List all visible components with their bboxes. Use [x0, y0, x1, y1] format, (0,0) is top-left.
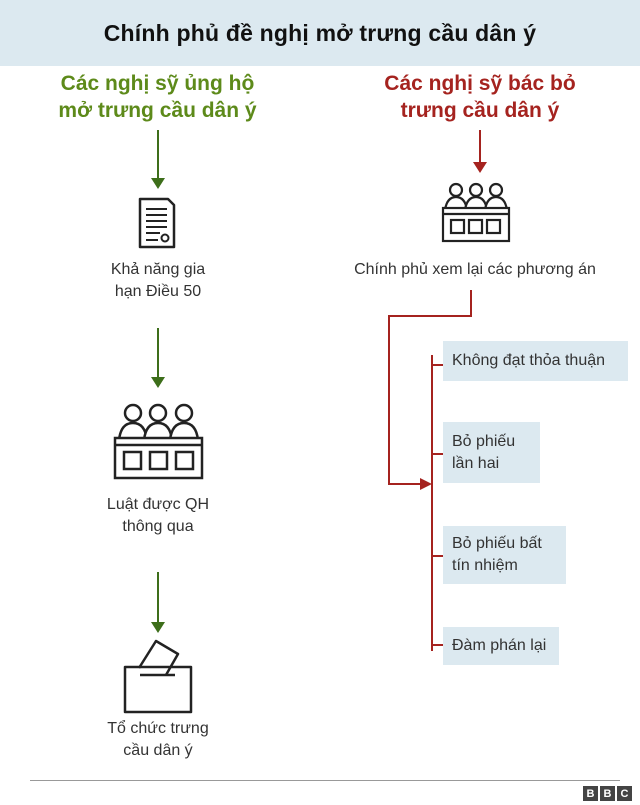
document-icon — [138, 197, 176, 249]
support-heading-line2: mở trưng cầu dân ý — [58, 99, 257, 122]
bbc-logo-letter-1: B — [583, 786, 598, 801]
reject-heading-line1: Các nghị sỹ bác bỏ — [384, 72, 576, 95]
page-title: Chính phủ đề nghị mở trưng cầu dân ý — [103, 19, 537, 46]
bbc-logo-letter-2: B — [600, 786, 615, 801]
support-heading-line1: Các nghị sỹ ủng hộ — [60, 72, 255, 95]
parliament-icon-small — [441, 182, 511, 243]
option-no-confidence: Bỏ phiếu bất tín nhiệm — [443, 526, 566, 584]
step-label-article-50-line1: Khả năng gia — [110, 261, 206, 278]
option-no-confidence-line1: Bỏ phiếu bất — [452, 535, 542, 552]
option-no-deal-line1: Không đạt thỏa thuận — [452, 352, 606, 369]
step-label-law-passed-line2: thông qua — [122, 518, 194, 535]
step-label-law-passed: Luật được QH thông qua — [58, 494, 258, 538]
option-second-vote: Bỏ phiếu lần hai — [443, 422, 540, 483]
green-arrow-2 — [151, 328, 165, 388]
review-label: Chính phủ xem lại các phương án — [354, 261, 596, 278]
option-no-confidence-line2: tín nhiệm — [452, 557, 518, 574]
option-renegotiate-line1: Đàm phán lại — [452, 637, 547, 654]
reject-heading: Các nghị sỹ bác bỏ trưng cầu dân ý — [340, 70, 620, 124]
header-banner: Chính phủ đề nghị mở trưng cầu dân ý — [0, 0, 640, 66]
green-arrow-3 — [151, 572, 165, 633]
step-label-referendum-line1: Tổ chức trưng — [107, 720, 209, 737]
red-connector-arrowhead — [420, 478, 432, 490]
green-arrow-1 — [151, 130, 165, 189]
step-label-referendum-line2: cầu dân ý — [123, 742, 193, 759]
step-label-article-50-line2: hạn Điều 50 — [114, 283, 202, 300]
step-label-law-passed-line1: Luật được QH — [106, 496, 210, 513]
reject-heading-line2: trưng cầu dân ý — [400, 99, 560, 122]
option-no-deal: Không đạt thỏa thuận — [443, 341, 628, 381]
red-arrow-top — [473, 130, 487, 173]
footer-divider — [30, 780, 620, 781]
step-label-referendum: Tổ chức trưng cầu dân ý — [58, 718, 258, 762]
option-renegotiate: Đàm phán lại — [443, 627, 559, 665]
bbc-logo-letter-3: C — [617, 786, 632, 801]
option-second-vote-line1: Bỏ phiếu — [452, 432, 516, 450]
red-connector — [388, 290, 472, 651]
parliament-icon — [113, 403, 204, 480]
step-label-article-50: Khả năng gia hạn Điều 50 — [58, 259, 258, 303]
support-heading: Các nghị sỹ ủng hộ mở trưng cầu dân ý — [20, 70, 295, 124]
bbc-logo: B B C — [583, 786, 632, 801]
ballot-box-icon — [123, 639, 193, 714]
option-second-vote-line2: lần hai — [452, 454, 500, 472]
